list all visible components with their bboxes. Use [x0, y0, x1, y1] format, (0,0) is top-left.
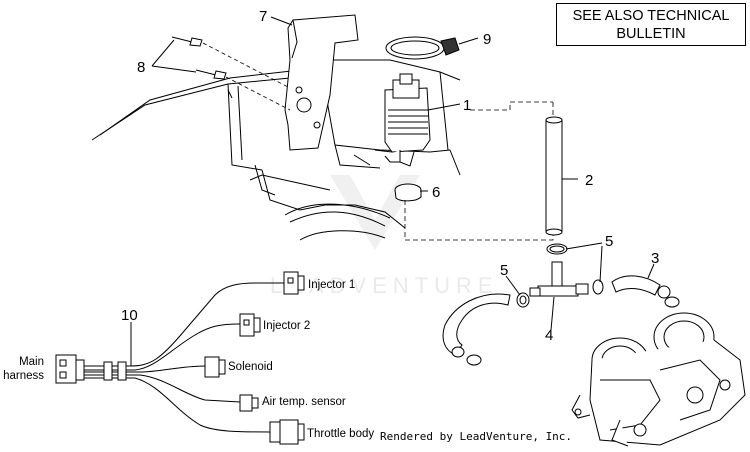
part-9-clamp [385, 36, 460, 60]
part-10-wire-harness [82, 282, 285, 433]
injector-1-connector [283, 271, 305, 295]
part-5-clamp-left [516, 292, 530, 308]
part-4-t-fitting [529, 261, 589, 297]
throttle-body-connector [269, 419, 305, 445]
callout-4: 4 [545, 327, 553, 344]
callout-3: 3 [651, 250, 659, 267]
callout-6: 6 [432, 184, 440, 201]
callout-1: 1 [463, 97, 471, 114]
throttle-body-assembly [571, 312, 746, 447]
bulletin-line-1: SEE ALSO TECHNICAL [572, 8, 730, 24]
watermark-text: LEADVENTURE [270, 273, 499, 298]
callout-8: 8 [137, 59, 145, 76]
callout-5-upper: 5 [605, 233, 613, 250]
label-injector-2: Injector 2 [263, 320, 310, 332]
callout-10: 10 [121, 307, 138, 324]
part-3-hose [592, 275, 680, 308]
part-1-solenoid-valve [374, 73, 431, 167]
callout-5-left: 5 [500, 262, 508, 279]
harness-sleeve [103, 361, 127, 381]
label-injector-1: Injector 1 [308, 279, 355, 291]
part-2-hose [545, 116, 563, 236]
label-main-harness-line1: Main [19, 356, 44, 368]
main-harness-connector [55, 354, 85, 384]
callout-9: 9 [483, 31, 491, 48]
injector-2-connector [239, 313, 261, 337]
long-curved-hose [442, 293, 511, 366]
part-8-screws [171, 36, 227, 80]
technical-bulletin-notice: SEE ALSO TECHNICAL BULLETIN [556, 3, 746, 46]
label-air-temp-sensor: Air temp. sensor [262, 396, 346, 408]
part-7-bracket [284, 14, 359, 151]
callout-2: 2 [585, 172, 593, 189]
bulletin-line-2: BULLETIN [616, 26, 686, 42]
label-main-harness-line2: harness [3, 370, 44, 382]
solenoid-connector [204, 356, 226, 378]
callout-7: 7 [259, 8, 267, 25]
label-throttle-body: Throttle body [307, 428, 374, 440]
part-6-clamp [394, 183, 422, 202]
render-credit: Rendered by LeadVenture, Inc. [380, 430, 573, 443]
label-solenoid: Solenoid [228, 361, 273, 373]
part-5-clamp-upper [546, 243, 568, 255]
leader-lines [130, 16, 655, 366]
air-temp-sensor-connector [239, 394, 259, 412]
